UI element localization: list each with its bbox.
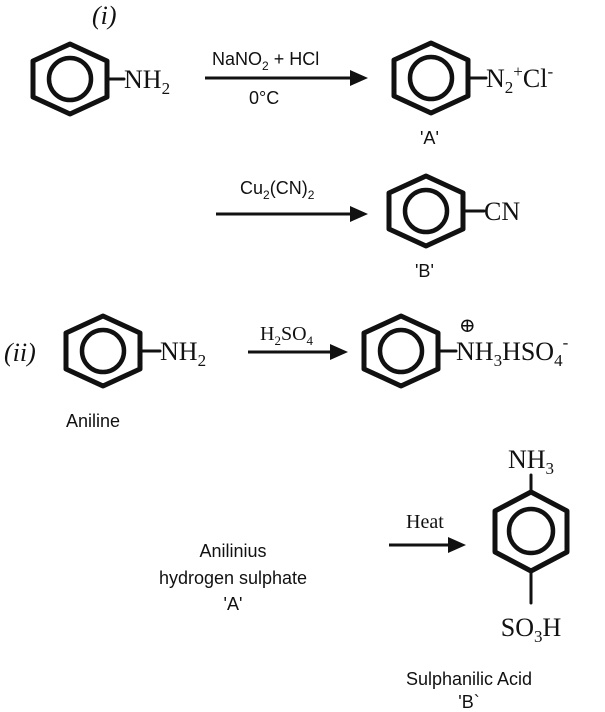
condition-heat: Heat: [406, 511, 444, 533]
condition-zero-celsius: 0°C: [249, 88, 279, 108]
final-product-label-b: 'B`: [458, 692, 479, 712]
amino-group-i: NH2: [124, 65, 170, 98]
product-a-label: 'A': [420, 128, 439, 148]
product-b-label: 'B': [415, 261, 434, 281]
amino-group-ii: NH2: [160, 337, 206, 370]
benzene-ring-diazonium: [391, 40, 471, 116]
positive-charge-symbol: ⊕: [459, 315, 476, 337]
benzene-ring-aniline-i: [30, 41, 110, 117]
part-ii-label: (ii): [4, 338, 36, 367]
intermediate-label-a: 'A': [224, 594, 243, 614]
benzene-ring-sulphanilic-acid: [492, 489, 570, 574]
intermediate-name-line2: hydrogen sulphate: [159, 568, 307, 588]
reaction-arrow-sandmeyer: [216, 206, 368, 222]
benzene-ring-benzonitrile: [386, 173, 466, 249]
anilinium-hydrogen-sulphate-formula: NH3HSO4-: [456, 333, 569, 370]
reaction-arrow-heat: [389, 537, 466, 553]
sulphanilic-acid-name: Sulphanilic Acid: [406, 669, 532, 689]
part-i-label: (i): [92, 1, 117, 30]
intermediate-name-line1: Anilinius: [199, 541, 266, 561]
sulphanilic-amino-group: NH3: [508, 445, 554, 478]
benzene-ring-anilinium: [361, 313, 441, 389]
reagent-nano2-hcl: NaNO2 + HCl: [212, 49, 319, 73]
benzene-ring-aniline-ii: [63, 313, 143, 389]
reaction-arrow-sulfonation-salt: [248, 344, 348, 360]
reagent-h2so4: H2SO4: [260, 323, 314, 348]
reagent-cu2cn2: Cu2(CN)2: [240, 178, 315, 202]
aniline-name: Aniline: [66, 411, 120, 431]
nitrile-group: CN: [484, 197, 520, 226]
sulphonic-acid-group: SO3H: [501, 613, 562, 646]
diazonium-group: N2+Cl-: [486, 62, 553, 97]
reaction-arrow-diazotization: [205, 70, 368, 86]
